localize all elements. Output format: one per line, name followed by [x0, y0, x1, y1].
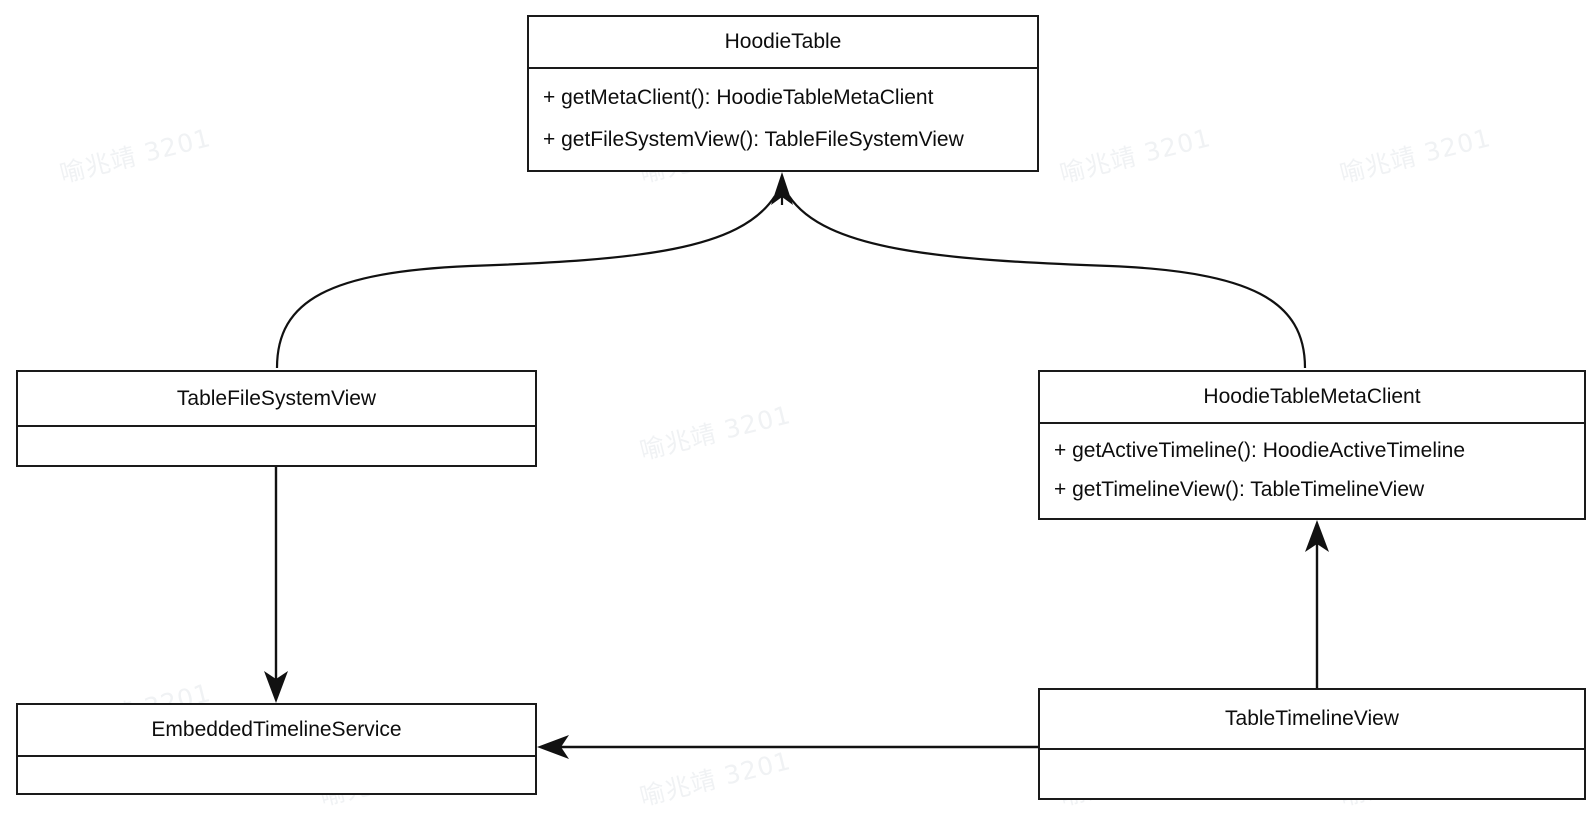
arrowhead-into-embeddedtimelineservice-top — [264, 671, 288, 703]
uml-members-hoodie-table-meta-client: + getActiveTimeline(): HoodieActiveTimel… — [1040, 424, 1584, 518]
uml-members-table-file-system-view — [18, 427, 535, 465]
uml-class-name-hoodie-table: HoodieTable — [529, 17, 1037, 69]
uml-members-hoodie-table: + getMetaClient(): HoodieTableMetaClient… — [529, 69, 1037, 170]
uml-class-hoodie-table[interactable]: HoodieTable+ getMetaClient(): HoodieTabl… — [527, 15, 1039, 172]
watermark-text: 喻兆靖 3201 — [1056, 122, 1214, 189]
watermark-text: 喻兆靖 3201 — [1336, 122, 1494, 189]
watermark-text: 喻兆靖 3201 — [636, 399, 794, 466]
uml-class-name-table-file-system-view: TableFileSystemView — [18, 372, 535, 427]
uml-member: + getMetaClient(): HoodieTableMetaClient — [543, 86, 934, 110]
uml-class-table-timeline-view[interactable]: TableTimelineView — [1038, 688, 1586, 800]
uml-members-embedded-timeline-service — [18, 757, 535, 793]
uml-member: + getFileSystemView(): TableFileSystemVi… — [543, 128, 964, 152]
uml-class-hoodie-table-meta-client[interactable]: HoodieTableMetaClient + getActiveTimeline… — [1038, 370, 1586, 520]
uml-members-table-timeline-view — [1040, 750, 1584, 798]
arrowhead-into-hoodietablemetaclient-bottom — [1305, 520, 1329, 552]
edge-hoodietablemetaclient-to-hoodietable — [788, 195, 1307, 369]
uml-member: + getActiveTimeline(): HoodieActiveTimel… — [1054, 438, 1466, 462]
uml-class-table-file-system-view[interactable]: TableFileSystemView — [16, 370, 537, 467]
uml-class-embedded-timeline-service[interactable]: EmbeddedTimelineService — [16, 703, 537, 795]
uml-class-name-hoodie-table-meta-client: HoodieTableMetaClient — [1040, 372, 1584, 424]
uml-member: + getTimelineView(): TableTimelineView — [1054, 478, 1425, 502]
uml-class-name-table-timeline-view: TableTimelineView — [1040, 690, 1584, 750]
arrowhead-into-hoodietable — [771, 172, 793, 205]
edge-tablefilesystemview-to-hoodietable — [275, 195, 776, 369]
arrowhead-into-embeddedtimelineservice-right — [537, 735, 569, 759]
uml-class-name-embedded-timeline-service: EmbeddedTimelineService — [18, 705, 535, 757]
watermark-text: 喻兆靖 3201 — [636, 745, 794, 812]
watermark-text: 喻兆靖 3201 — [56, 122, 214, 189]
